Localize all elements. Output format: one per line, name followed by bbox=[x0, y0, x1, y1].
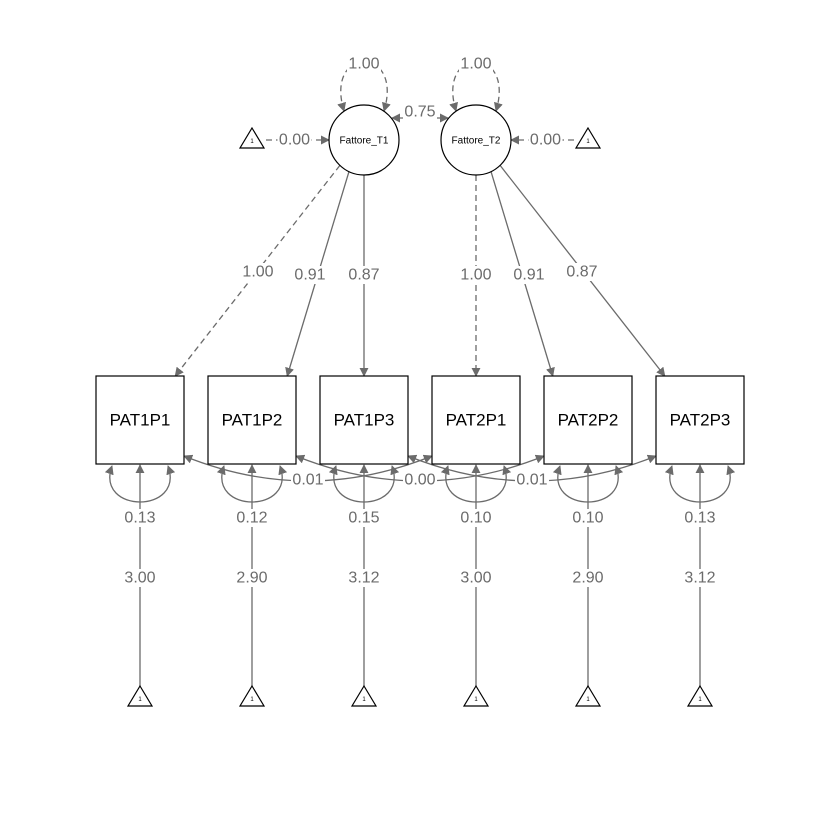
constant-triangle bbox=[238, 684, 266, 707]
residual-covariance-label-bg bbox=[403, 471, 437, 489]
factor-loading-label-bg bbox=[459, 266, 493, 284]
factor-loading-label-bg bbox=[293, 266, 327, 284]
factor-loading-label: 0.91 bbox=[294, 267, 325, 284]
latent-node-t2 bbox=[440, 104, 512, 176]
indicator-node-label: PAT1P1 bbox=[110, 411, 171, 430]
constant-triangle-label: 1 bbox=[698, 697, 702, 703]
latent-node-t1 bbox=[328, 104, 400, 176]
indicator-node bbox=[207, 375, 297, 465]
indicator-node bbox=[543, 375, 633, 465]
constant-triangle-label: 1 bbox=[250, 697, 254, 703]
latent-covariance-label: 0.75 bbox=[404, 104, 435, 121]
factor-loading-label: 1.00 bbox=[242, 264, 273, 281]
indicator-intercept-label-bg bbox=[123, 569, 157, 587]
latent-variance-label: 1.00 bbox=[460, 56, 491, 73]
constant-triangle bbox=[574, 126, 602, 149]
indicator-intercept-label: 2.90 bbox=[236, 570, 267, 587]
residual-variance-label: 0.10 bbox=[460, 510, 491, 527]
constant-triangle bbox=[574, 684, 602, 707]
constant-triangle bbox=[462, 684, 490, 707]
latent-intercept-label-bg bbox=[528, 131, 563, 149]
indicator-node bbox=[95, 375, 185, 465]
latent-node-label: Fattore_T1 bbox=[340, 136, 389, 147]
indicator-node-label: PAT2P3 bbox=[670, 411, 731, 430]
constant-triangle bbox=[686, 684, 714, 707]
indicator-node-label: PAT2P1 bbox=[446, 411, 507, 430]
factor-loading-label-bg bbox=[347, 266, 381, 284]
indicator-intercept-label: 3.12 bbox=[684, 570, 715, 587]
indicator-node bbox=[655, 375, 745, 465]
indicator-intercept-label-bg bbox=[571, 569, 605, 587]
residual-variance-label-bg bbox=[235, 509, 269, 527]
constant-triangle bbox=[350, 684, 378, 707]
indicator-intercept-label: 3.12 bbox=[348, 570, 379, 587]
residual-covariance-label: 0.00 bbox=[404, 472, 435, 489]
constant-triangle bbox=[126, 684, 154, 707]
residual-variance-label-bg bbox=[459, 509, 493, 527]
latent-intercept-label: 0.00 bbox=[279, 132, 310, 149]
indicator-intercept-label-bg bbox=[683, 569, 717, 587]
factor-loading-label: 0.87 bbox=[348, 267, 379, 284]
indicator-intercept-label: 3.00 bbox=[460, 570, 491, 587]
indicator-node-label: PAT2P2 bbox=[558, 411, 619, 430]
latent-intercept-label: 0.00 bbox=[530, 132, 561, 149]
indicator-node-label: PAT1P3 bbox=[334, 411, 395, 430]
constant-triangle-label: 1 bbox=[250, 139, 254, 145]
constant-triangle bbox=[238, 126, 266, 149]
indicator-node bbox=[319, 375, 409, 465]
latent-node-label: Fattore_T2 bbox=[452, 136, 501, 147]
residual-covariance-label: 0.01 bbox=[516, 472, 547, 489]
constant-triangle-label: 1 bbox=[586, 697, 590, 703]
residual-variance-label-bg bbox=[571, 509, 605, 527]
residual-variance-label: 0.13 bbox=[124, 510, 155, 527]
constant-triangle-label: 1 bbox=[474, 697, 478, 703]
latent-variance-label-bg bbox=[347, 55, 381, 73]
indicator-intercept-label-bg bbox=[347, 569, 381, 587]
factor-loading-label-bg bbox=[512, 266, 546, 284]
factor-loading-label: 0.91 bbox=[513, 267, 544, 284]
factor-loading-label: 0.87 bbox=[566, 264, 597, 281]
factor-loading-label: 1.00 bbox=[460, 267, 491, 284]
indicator-intercept-label-bg bbox=[459, 569, 493, 587]
latent-variance-label-bg bbox=[459, 55, 493, 73]
constant-triangle-label: 1 bbox=[362, 697, 366, 703]
factor-loading-label-bg bbox=[565, 263, 599, 281]
factor-loading-label-bg bbox=[241, 263, 275, 281]
indicator-intercept-label-bg bbox=[235, 569, 269, 587]
residual-variance-label-bg bbox=[123, 509, 157, 527]
constant-triangle-label: 1 bbox=[586, 139, 590, 145]
residual-variance-label: 0.13 bbox=[684, 510, 715, 527]
residual-covariance-label-bg bbox=[291, 471, 325, 489]
indicator-node-label: PAT1P2 bbox=[222, 411, 283, 430]
latent-intercept-label-bg bbox=[277, 131, 312, 149]
indicator-intercept-label: 3.00 bbox=[124, 570, 155, 587]
residual-variance-label: 0.10 bbox=[572, 510, 603, 527]
indicator-intercept-label: 2.90 bbox=[572, 570, 603, 587]
residual-covariance-label: 0.01 bbox=[292, 472, 323, 489]
residual-variance-label-bg bbox=[347, 509, 381, 527]
latent-variance-label: 1.00 bbox=[348, 56, 379, 73]
residual-variance-label: 0.15 bbox=[348, 510, 379, 527]
indicator-node bbox=[431, 375, 521, 465]
constant-triangle-label: 1 bbox=[138, 697, 142, 703]
latent-covariance-label-bg bbox=[403, 103, 437, 121]
residual-covariance-label-bg bbox=[515, 471, 549, 489]
residual-variance-label: 0.12 bbox=[236, 510, 267, 527]
residual-variance-label-bg bbox=[683, 509, 717, 527]
